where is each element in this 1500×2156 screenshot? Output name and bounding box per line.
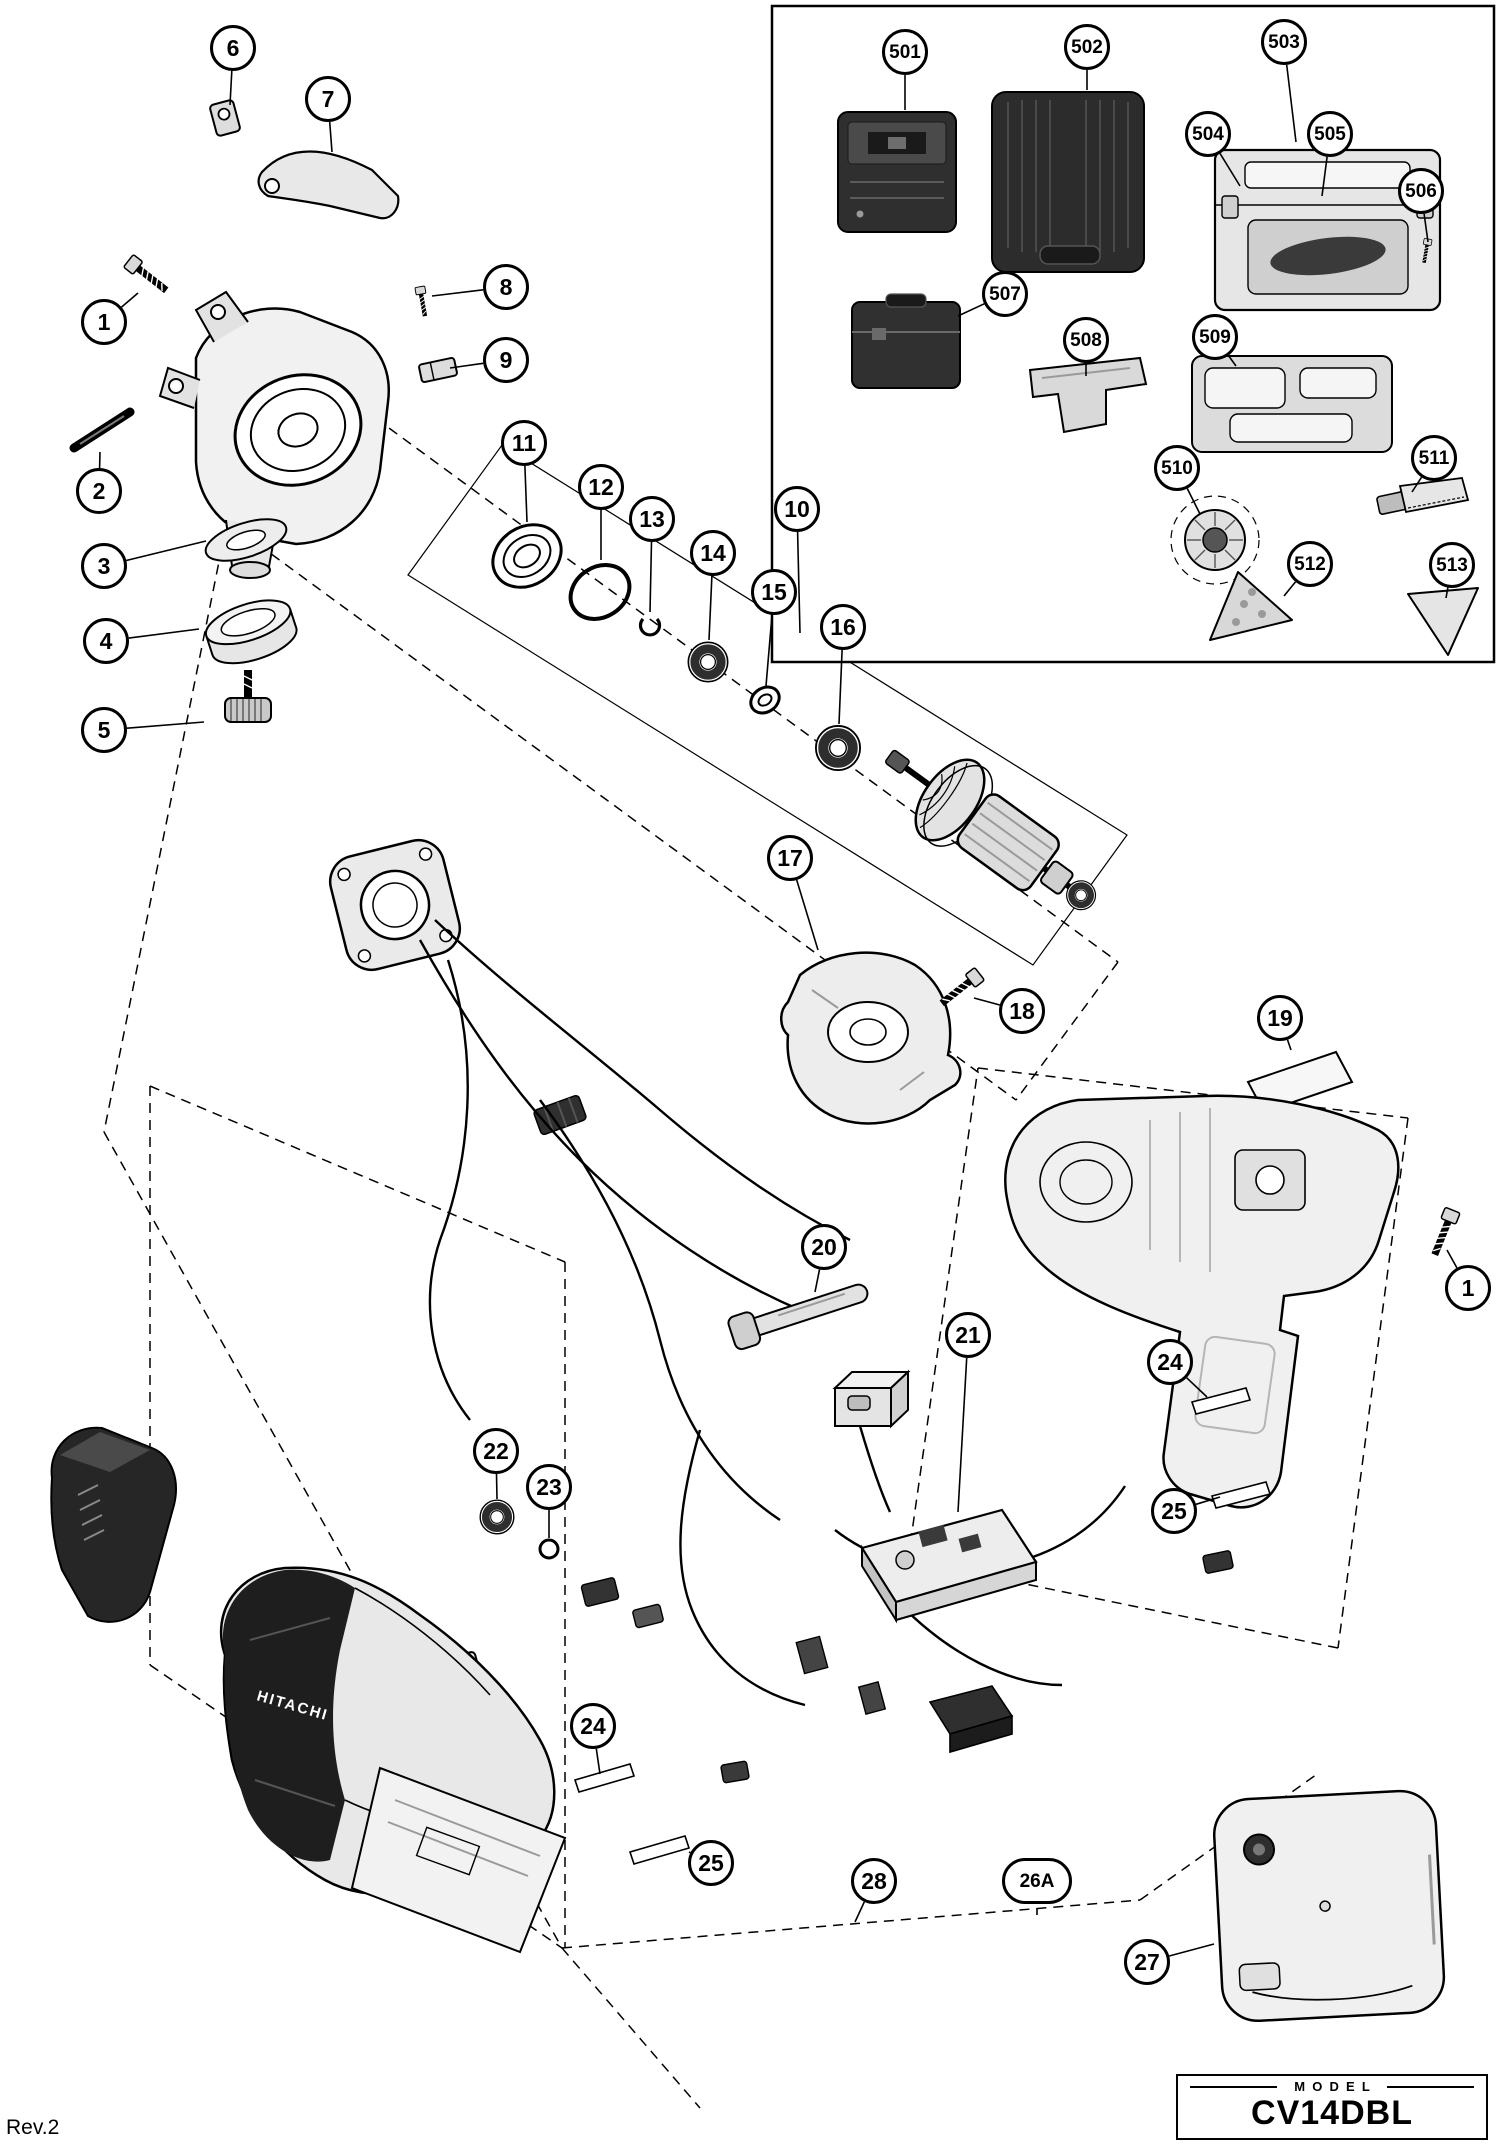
revision-label: Rev.2 [6, 2116, 60, 2139]
connector-part [632, 1603, 664, 1629]
inner-cover-part [780, 951, 962, 1125]
battery-part [1212, 1789, 1446, 2023]
lever-part [257, 150, 400, 220]
assembly-group-box [407, 444, 1128, 966]
switch-part [832, 1369, 911, 1429]
flange-ring-part [204, 518, 288, 562]
battery-charger-part [837, 111, 957, 233]
ball-bearing-part [816, 726, 860, 770]
knurled-screw-part [224, 670, 272, 723]
pin-part [69, 407, 135, 453]
o-ring-part [568, 563, 632, 621]
slide-switch-lever-part [727, 1283, 869, 1351]
front-cover-part [50, 1426, 177, 1623]
screw-part [123, 254, 171, 296]
small-screw-part [415, 286, 430, 317]
ball-bearing-part [480, 1500, 514, 1534]
model-caption-label: MODEL [1294, 2079, 1377, 2094]
sanding-pad-part [1209, 571, 1293, 641]
controller-part [860, 1508, 1038, 1624]
bracket-part [418, 357, 458, 383]
case-tray-part [1191, 355, 1393, 453]
screw-part [1427, 1207, 1460, 1257]
ball-bearing-part [688, 642, 727, 681]
armature-part [885, 749, 1119, 941]
label-part [1190, 1387, 1272, 1509]
o-ring-part [538, 1538, 560, 1560]
terminal-part [857, 1681, 887, 1715]
clamp-cover-part [204, 599, 298, 665]
tool-box-part [851, 293, 961, 389]
motor-stator-part [328, 838, 462, 972]
scraper-blade-part [1407, 587, 1479, 656]
stackable-case-part [1213, 148, 1442, 312]
washer-part [749, 685, 781, 715]
right-housing-part [1004, 1094, 1400, 1509]
cup-brush-part [1170, 495, 1260, 585]
main-exploded-view: HITACHI [50, 99, 1460, 2023]
carrying-case-part [991, 91, 1145, 273]
model-box: MODEL CV14DBL [1176, 2074, 1488, 2140]
model-number: CV14DBL [1251, 2094, 1413, 2132]
grommet-ring-part [491, 523, 563, 589]
cutting-blade-part [1376, 477, 1470, 515]
connector-part [1202, 1550, 1234, 1574]
retaining-clip-part [638, 617, 662, 637]
label-part [573, 1763, 691, 1865]
connector-part [720, 1760, 750, 1784]
accessories-inset [770, 4, 1496, 664]
clamp-piece-part [209, 99, 241, 137]
left-housing-part: HITACHI [219, 1566, 567, 1954]
terminal-block-part [928, 1685, 1014, 1754]
screw-part [937, 967, 985, 1009]
terminal-part [795, 1635, 829, 1675]
model-caption-row: MODEL [1178, 2076, 1486, 2094]
wiring-harness [418, 919, 1127, 1707]
connector-part [580, 1577, 620, 1607]
